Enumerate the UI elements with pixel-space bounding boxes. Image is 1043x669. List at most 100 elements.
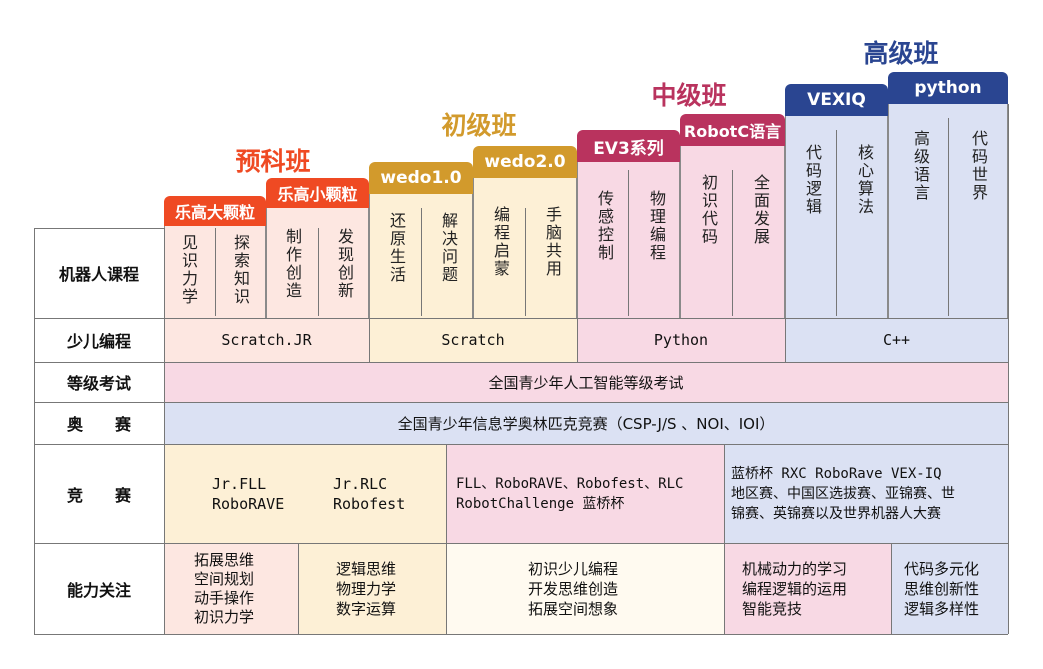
grid-line <box>369 318 370 362</box>
topic-divider <box>948 118 949 316</box>
grid-line <box>298 543 299 634</box>
coding-scratchjr: Scratch.JR <box>221 331 312 349</box>
tab-wedo2: wedo2.0 <box>473 146 577 178</box>
topic-divider <box>318 228 319 316</box>
grid-line <box>34 444 1008 445</box>
ability-bg-5 <box>891 543 1008 634</box>
ability-item: 拓展空间想象 <box>528 599 619 618</box>
contest-item: 地区赛、中国区选拔赛、亚锦赛、世 <box>731 485 955 502</box>
ability-advanced: 代码多元化 思维创新性 逻辑多样性 <box>904 543 1008 634</box>
ability-item: 开发思维创造 <box>528 579 619 598</box>
contest-junior-a: Jr.FLL RoboRAVE <box>212 444 322 543</box>
topic-divider <box>732 170 733 316</box>
level-intermediate: 中级班 <box>651 81 727 110</box>
topic-divider <box>525 208 526 316</box>
olympiad-bg <box>164 402 1008 444</box>
ability-item: 机械动力的学习 <box>742 559 848 578</box>
ability-item: 初识力学 <box>194 607 255 626</box>
coding-scratch: Scratch <box>441 331 505 349</box>
grid-line <box>785 318 786 362</box>
contest-item: 锦赛、英锦赛以及世界机器人大赛 <box>731 505 941 522</box>
tab-vexiq: VEXIQ <box>785 84 888 116</box>
ability-item: 初识少儿编程 <box>528 559 619 578</box>
ability-item: 智能竞技 <box>742 599 803 618</box>
coding-bg-3 <box>577 318 785 362</box>
coding-bg-4 <box>785 318 1008 362</box>
ability-item: 编程逻辑的运用 <box>742 579 848 598</box>
topic-text: 解决问题 <box>439 212 458 284</box>
tab-python: python <box>888 72 1008 104</box>
coding-cpp: C++ <box>882 331 911 349</box>
row-label-contest: 竞 赛 <box>66 485 131 505</box>
contest-intermediate: FLL、RoboRAVE、Robofest、RLC RobotChallenge… <box>456 444 720 543</box>
contest-advanced: 蓝桥杯 RXC RoboRave VEX-IQ 地区赛、中国区选拔赛、亚锦赛、世… <box>731 444 1007 543</box>
ability-intermediate: 机械动力的学习 编程逻辑的运用 智能竞技 <box>742 543 887 634</box>
tab-lego-big: 乐高大颗粒 <box>164 196 266 226</box>
exam-text: 全国青少年人工智能等级考试 <box>488 373 684 392</box>
grid-line <box>724 444 725 634</box>
contest-item: Jr.RLC <box>333 474 388 493</box>
topic-divider <box>421 208 422 316</box>
ability-item: 动手操作 <box>194 588 255 607</box>
topic-text: 还原生活 <box>387 212 406 284</box>
ability-item: 拓展思维 <box>194 550 255 569</box>
grid-line <box>34 228 35 634</box>
row-label-coding: 少儿编程 <box>66 332 131 351</box>
tab-lego-small: 乐高小颗粒 <box>266 178 369 208</box>
contest-item: Jr.FLL <box>212 474 267 493</box>
topic-text: 制作创造 <box>283 228 302 300</box>
ability-item: 代码多元化 <box>904 559 980 578</box>
ability-item: 物理力学 <box>336 579 397 598</box>
coding-bg-1 <box>164 318 369 362</box>
contest-junior-b: Jr.RLC Robofest <box>333 444 443 543</box>
topic-text: 核心算法 <box>855 144 874 216</box>
row-label-olympiad: 奥 赛 <box>66 415 131 434</box>
topic-text: 高级语言 <box>911 130 930 202</box>
topic-text: 传感控制 <box>595 190 614 262</box>
topic-text: 探索知识 <box>231 234 250 306</box>
grid-line <box>34 402 1008 403</box>
ability-item: 逻辑思维 <box>336 559 397 578</box>
coding-bg-2 <box>369 318 577 362</box>
grid-line <box>164 228 165 634</box>
level-advanced: 高级班 <box>863 39 939 68</box>
contest-bg-1 <box>164 444 446 543</box>
olympiad-text: 全国青少年信息学奥林匹克竞赛（CSP-J/S 、NOI、IOI） <box>397 414 775 433</box>
col-lego-small <box>266 204 369 318</box>
topic-text: 全面发展 <box>751 174 770 246</box>
topic-text: 代码世界 <box>969 130 988 202</box>
level-preschool: 预科班 <box>235 147 311 176</box>
row-label-ability: 能力关注 <box>66 580 131 600</box>
topic-text: 初识代码 <box>699 174 718 246</box>
topic-text: 物理编程 <box>647 190 666 262</box>
topic-text: 见识力学 <box>179 234 198 306</box>
ability-preschool-small: 逻辑思维 物理力学 数字运算 <box>336 543 436 634</box>
ability-bg-4 <box>724 543 891 634</box>
contest-item: RoboRAVE <box>212 494 285 513</box>
grid-line <box>577 318 578 362</box>
grid-line <box>446 444 447 634</box>
exam-bg <box>164 362 1008 402</box>
contest-item: 蓝桥杯 RXC RoboRave VEX-IQ <box>731 465 942 482</box>
coding-python: Python <box>653 331 709 349</box>
ability-bg-3 <box>446 543 724 634</box>
topic-text: 手脑共用 <box>543 206 562 278</box>
ability-item: 逻辑多样性 <box>904 599 980 618</box>
grid-line <box>891 543 892 634</box>
tab-ev3: EV3系列 <box>577 130 680 162</box>
contest-bg-2 <box>446 444 724 543</box>
ability-beginner: 初识少儿编程 开发思维创造 拓展空间想象 <box>528 543 678 634</box>
ability-item: 数字运算 <box>336 599 397 618</box>
level-beginner: 初级班 <box>441 111 517 140</box>
contest-item: FLL、RoboRAVE、Robofest、RLC <box>456 475 684 492</box>
tab-wedo1: wedo1.0 <box>369 162 473 194</box>
grid-line <box>34 543 1008 544</box>
grid-line <box>34 362 1008 363</box>
topic-divider <box>836 130 837 316</box>
topic-text: 发现创新 <box>335 228 354 300</box>
ability-bg-2 <box>298 543 446 634</box>
row-label-robot: 机器人课程 <box>58 265 139 284</box>
grid-line <box>34 318 1008 319</box>
contest-bg-3 <box>724 444 1008 543</box>
grid-line <box>34 634 1008 635</box>
